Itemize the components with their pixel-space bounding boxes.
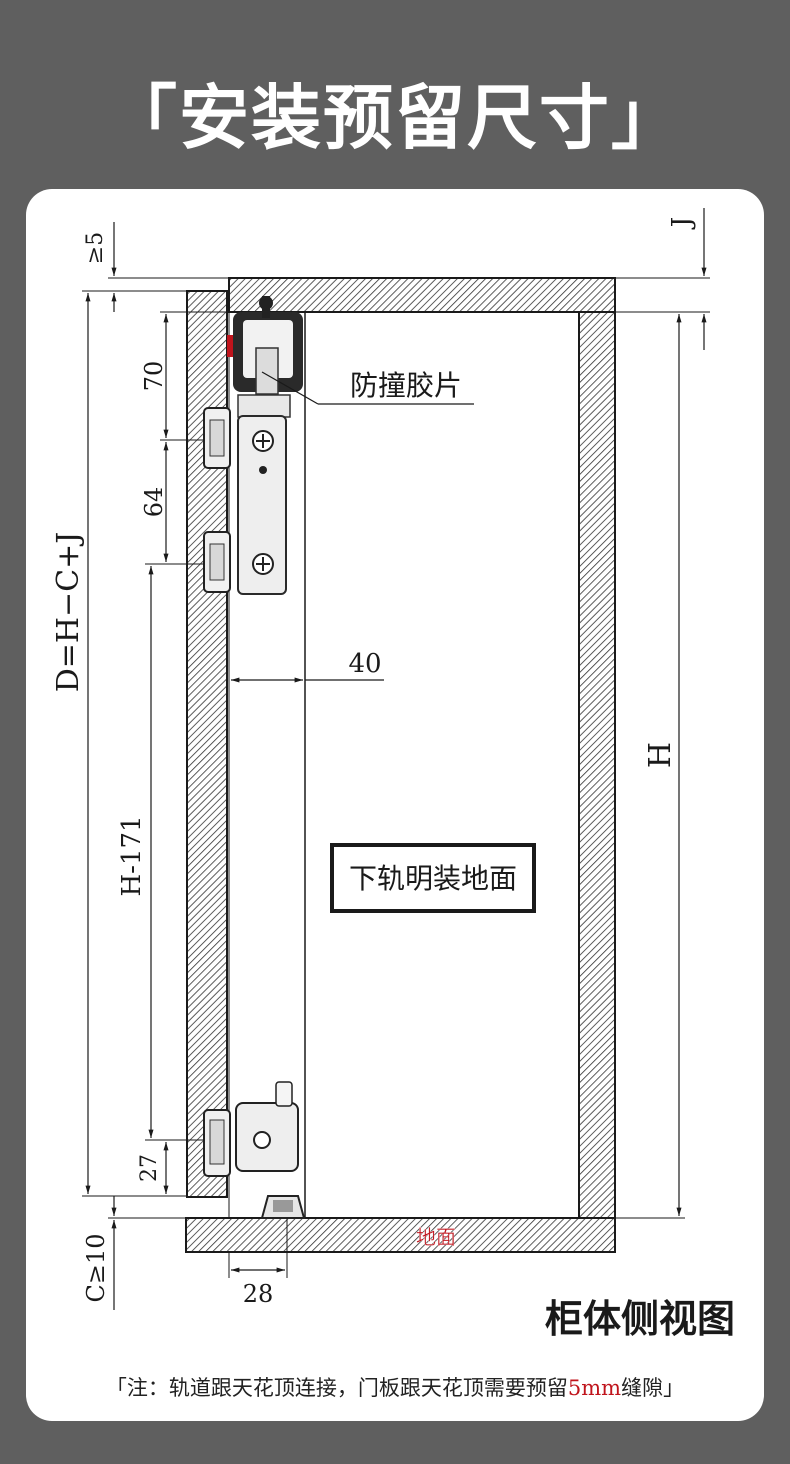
footnote-text: 「注：轨道跟天花顶连接，门板跟天花顶需要预留: [105, 1376, 568, 1400]
gap-top-label: ≥5: [83, 232, 108, 264]
cabinet-top-panel: [228, 277, 616, 313]
dim-64-label: 64: [140, 487, 168, 518]
c-min-label: C≥10: [82, 1233, 110, 1302]
cabinet-right-panel: [578, 311, 616, 1219]
door-connector-icon: [203, 407, 287, 595]
track-label-box: [330, 843, 536, 913]
d-formula-label: D=H−C+J: [51, 532, 86, 693]
dim-27-label: 27: [137, 1154, 162, 1182]
top-roller-icon: [227, 296, 303, 418]
footnote-highlight: 5mm: [567, 1376, 622, 1400]
buffer-label: 防撞胶片: [350, 369, 462, 402]
footnote-text-end: 缝隙」: [621, 1376, 685, 1400]
view-name-label: 柜体侧视图: [545, 1297, 735, 1341]
dim-h171-label: H-171: [117, 815, 147, 896]
track-label: 下轨明装地面: [349, 862, 517, 895]
dim-28-label: 28: [243, 1280, 274, 1308]
floor-slab: [185, 1217, 616, 1253]
dim-40-label: 40: [348, 649, 381, 679]
h-label: H: [643, 742, 678, 768]
floor-label: 地面: [416, 1225, 456, 1249]
dim-70-label: 70: [140, 361, 168, 392]
page-title: 「安装预留尺寸」: [107, 77, 683, 159]
j-label: J: [667, 217, 697, 230]
bottom-guide-icon: [203, 1081, 306, 1219]
footnote: 「注：轨道跟天花顶连接，门板跟天花顶需要预留5mm缝隙」: [0, 1372, 790, 1402]
